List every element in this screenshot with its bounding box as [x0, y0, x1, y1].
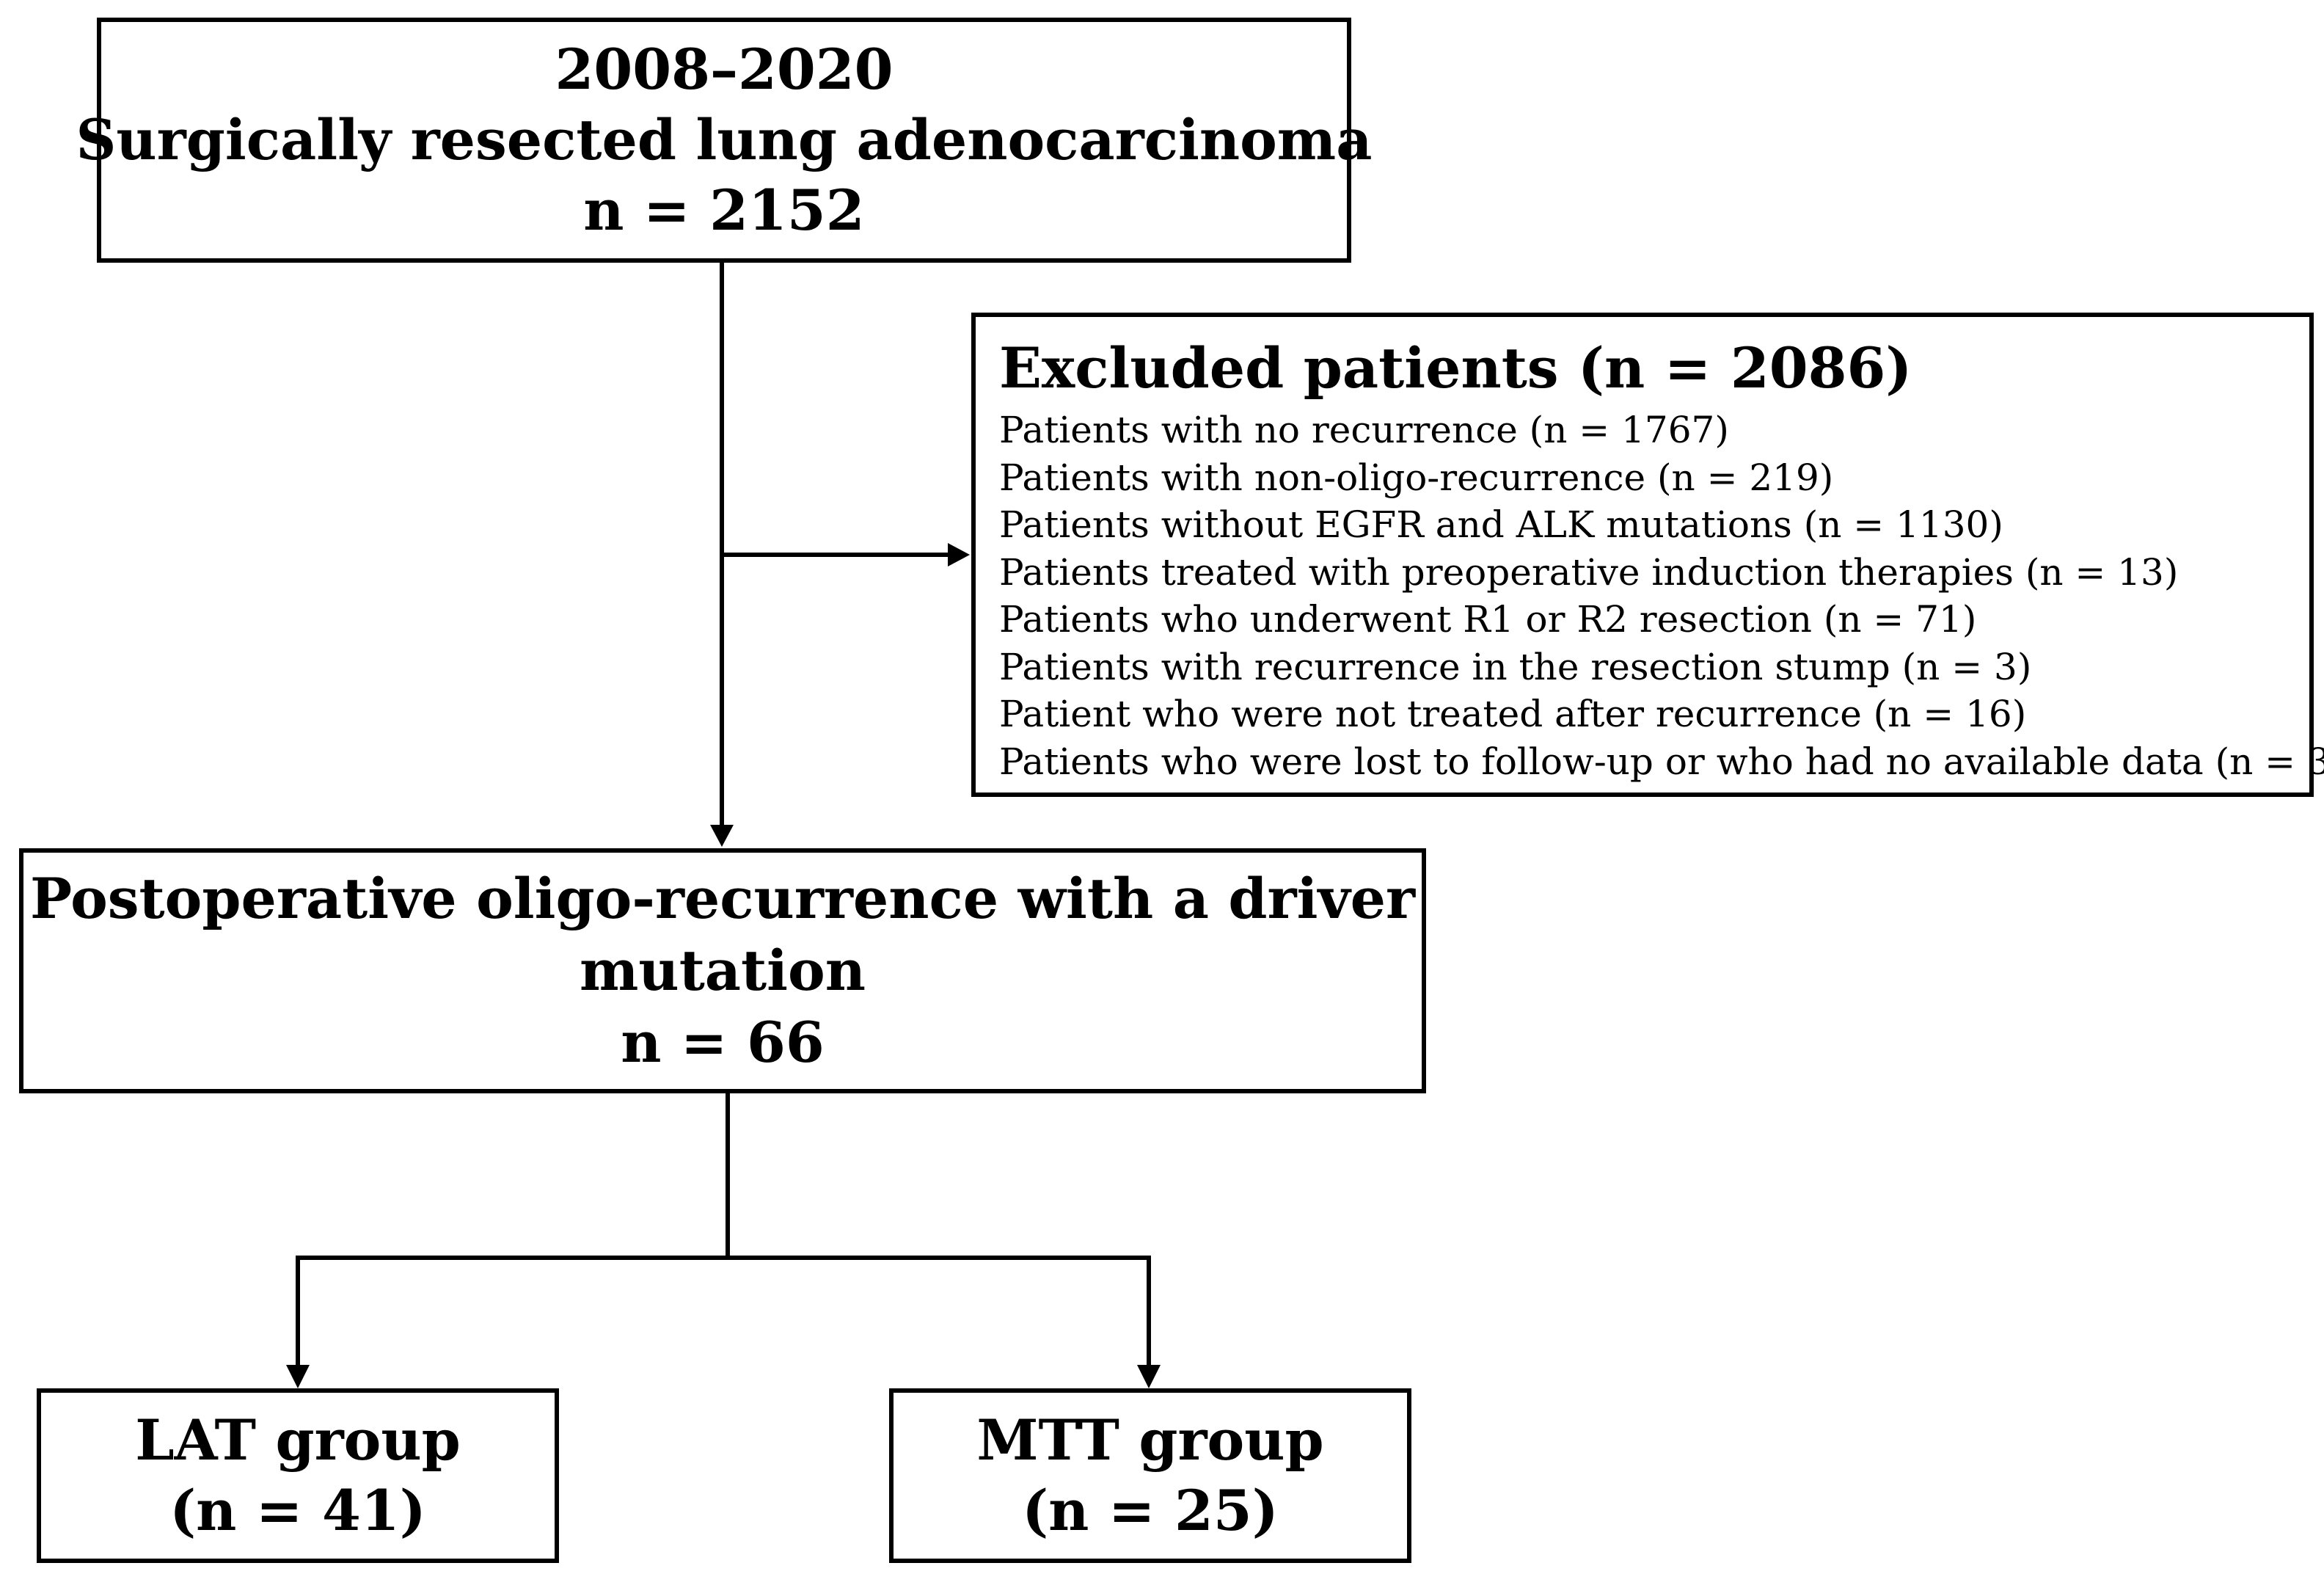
- exclusion-item: Patients without EGFR and ALK mutations …: [999, 503, 2003, 546]
- lat-group-box: LAT group (n = 41): [37, 1388, 559, 1563]
- exclusion-item: Patients treated with preoperative induc…: [999, 550, 2179, 594]
- mtt-group-box: MTT group (n = 25): [889, 1388, 1411, 1563]
- cohort-description-line-2: mutation: [580, 938, 866, 1003]
- exclusion-item: Patients with non-oligo-recurrence (n = …: [999, 456, 1834, 499]
- source-count: n = 2152: [583, 178, 865, 243]
- source-description: Surgically resected lung adenocarcinoma: [76, 107, 1373, 172]
- study-cohort-box: Postoperative oligo-recurrence with a dr…: [19, 848, 1426, 1093]
- mtt-group-count: (n = 25): [1022, 1478, 1279, 1543]
- main-arrowhead: [710, 825, 734, 847]
- exclusion-arrowhead: [948, 543, 970, 566]
- exclusion-item: Patient who were not treated after recur…: [999, 693, 2027, 735]
- lat-group-count: (n = 41): [169, 1478, 426, 1543]
- lat-group-label: LAT group: [135, 1407, 461, 1473]
- source-population-box: 2008–2020 Surgically resected lung adeno…: [76, 18, 1372, 263]
- mtt-group-label: MTT group: [976, 1407, 1324, 1473]
- exclusion-item: Patients with recurrence in the resectio…: [999, 645, 2032, 688]
- exclusion-item: Patients with no recurrence (n = 1767): [999, 409, 1729, 451]
- exclusion-item: Patients who were lost to follow-up or w…: [999, 740, 2324, 783]
- excluded-title: Excluded patients (n = 2086): [999, 335, 1912, 401]
- excluded-patients-box: Excluded patients (n = 2086) Patients wi…: [971, 313, 2324, 797]
- cohort-description-line-1: Postoperative oligo-recurrence with a dr…: [29, 866, 1416, 931]
- cohort-count: n = 66: [621, 1010, 825, 1075]
- lat-arrowhead: [286, 1365, 310, 1388]
- exclusion-item: Patients who underwent R1 or R2 resectio…: [999, 598, 1977, 641]
- split-branch-line: [296, 1256, 1151, 1384]
- exclusion-criteria-list: Patients with no recurrence (n = 1767) P…: [999, 407, 2324, 785]
- source-period: 2008–2020: [555, 37, 894, 102]
- mtt-arrowhead: [1137, 1365, 1161, 1388]
